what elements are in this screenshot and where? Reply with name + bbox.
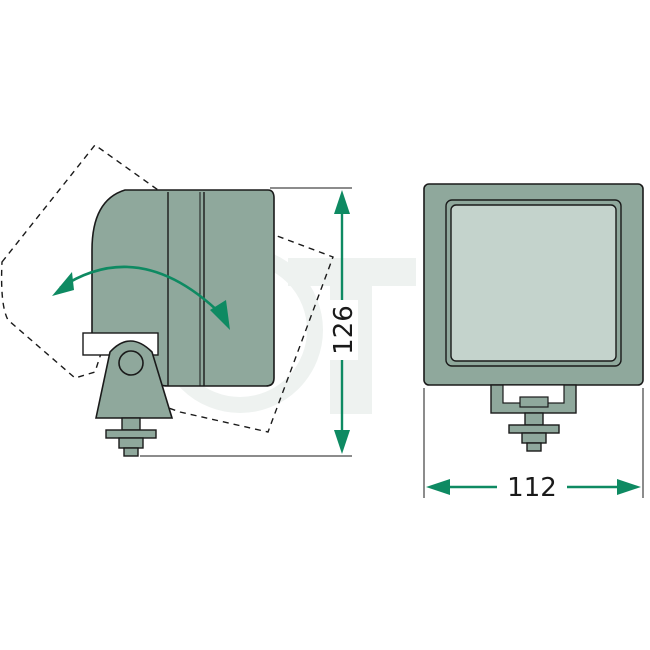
tilted-outline-up (0, 144, 173, 379)
height-label-bg (326, 300, 358, 360)
tilt-arrowhead-right (210, 300, 230, 330)
front-bracket (490, 384, 577, 414)
tilt-arc (59, 265, 223, 316)
pivot-bolt (118, 350, 144, 376)
width-arrow-right (617, 479, 641, 495)
front-lens (450, 204, 617, 362)
side-mounting-stud (105, 417, 157, 457)
height-arrow-top (334, 190, 350, 214)
width-arrow-left (426, 479, 450, 495)
tilt-arrowhead-left (52, 272, 74, 296)
front-view: 112 (423, 183, 644, 504)
width-label-bg (497, 470, 567, 504)
width-dimension-label: 112 (507, 473, 557, 503)
side-view: 126 (0, 144, 359, 457)
height-arrow-bottom (334, 430, 350, 454)
height-dimension-label: 126 (329, 305, 359, 355)
front-mounting-stud (508, 412, 560, 452)
side-bracket (95, 340, 174, 419)
